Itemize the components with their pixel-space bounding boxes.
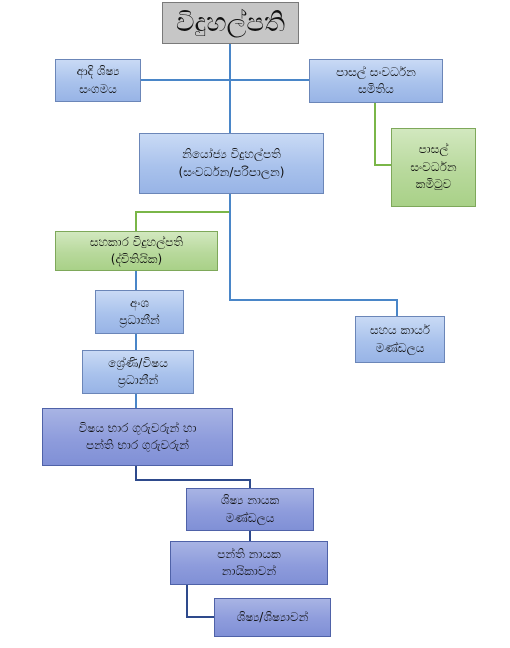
node-principal: විදුහල්පති [162,2,299,44]
node-section-heads: අංශ ප්‍රධානීන් [95,290,184,334]
node-support-staff: සහය කාර්ය මණ්ඩලය [355,316,445,363]
node-school-development-society: පාසල් සංවර්ධන සමිතිය [309,59,443,103]
node-subject-class-teachers: විෂය භාර ගුරුවරුන් හා පන්ති භාර ගුරුවරුන… [42,408,233,466]
connector-teachers-leaders [135,466,251,488]
node-student-association: ආදි ශිෂ්‍ය සංගමය [55,59,141,102]
node-class-monitors: පන්ති නායක නායිකාවන් [170,541,328,585]
connector-deputy-assistant [135,194,231,231]
node-school-development-committee: පාසල් සංවර්ධන කමිටුව [391,128,476,207]
connector-monitors-students [186,585,214,618]
connector-society-committee [374,103,391,166]
connector-deputy-support [229,194,398,316]
node-deputy-principal: නියෝජ්‍ය විදුහල්පති (සංවර්ධන/පරිපාලන) [139,133,324,194]
node-students: ශිෂ්‍ය/ශිෂ්‍යාවන් [214,598,331,637]
node-student-leaders-board: ශිෂ්‍ය නායක මණ්ඩලය [186,488,314,531]
node-assistant-principal: සහකාර විදුහල්පති (ද්විතියික) [55,231,218,271]
node-grade-subject-heads: ශ්‍රේණි/විෂය ප්‍රධානීන් [82,350,194,394]
